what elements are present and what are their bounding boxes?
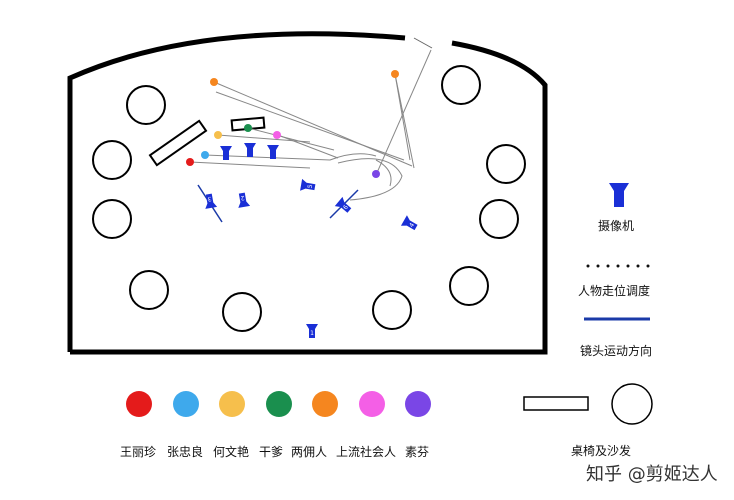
room-outline — [67, 31, 548, 355]
legend-dot-ganchi — [266, 391, 292, 417]
camera-5: 5 — [300, 178, 316, 191]
legend-dot-zhangzhongliang — [173, 391, 199, 417]
lens-legend-label: 镜头运动方向 — [580, 344, 653, 358]
character-markers — [186, 70, 399, 178]
legend-dot-sufen — [405, 391, 431, 417]
legend-dot-wanglizhen — [126, 391, 152, 417]
round-table — [222, 292, 262, 332]
round-table — [486, 144, 526, 184]
character-name: 两佣人 — [291, 445, 328, 459]
camera-top-1 — [220, 146, 232, 160]
round-table — [372, 290, 412, 330]
character-name: 素芬 — [405, 445, 430, 459]
marker-hewenyan — [214, 131, 222, 139]
camera-6-label: 6 — [342, 204, 350, 212]
sofa — [148, 119, 208, 167]
furniture-legend-sofa — [523, 396, 589, 411]
round-table — [129, 270, 169, 310]
round-table — [449, 266, 489, 306]
round-table — [441, 65, 481, 105]
character-name: 张忠良 — [167, 445, 204, 459]
character-legend — [126, 391, 431, 417]
camera-4-label: 4 — [408, 222, 416, 229]
character-name: 王丽珍 — [120, 445, 157, 459]
marker-liangyongren — [391, 70, 399, 78]
marker-wanglizhen — [186, 158, 194, 166]
character-name: 上流社会人 — [336, 445, 397, 459]
camera-2-label: 2 — [240, 194, 245, 202]
marker-liangyongren — [210, 78, 218, 86]
camera-4: 4 — [400, 215, 418, 231]
walk-paths — [189, 49, 432, 201]
furniture-legend-label: 桌椅及沙发 — [571, 444, 632, 458]
cameras: 1 2 3 4 5 6 — [205, 143, 418, 338]
lens-lines — [197, 184, 359, 223]
door-panel — [413, 37, 433, 49]
walk-legend-dots — [586, 264, 650, 268]
camera-1: 1 — [306, 324, 318, 338]
round-table — [479, 199, 519, 239]
camera-legend-label: 摄像机 — [598, 219, 635, 233]
marker-shangliu — [273, 131, 281, 139]
legend-dot-hewenyan — [219, 391, 245, 417]
character-name: 干爹 — [259, 445, 284, 459]
walk-legend-label: 人物走位调度 — [578, 284, 651, 298]
legend-dot-shangliu — [359, 391, 385, 417]
camera-1-label: 1 — [310, 330, 314, 337]
round-table — [92, 199, 132, 239]
camera-top-2 — [244, 143, 256, 157]
camera-3-label: 3 — [207, 195, 212, 203]
marker-ganchi — [244, 124, 252, 132]
camera-top-3 — [267, 145, 279, 159]
marker-sufen — [372, 170, 380, 178]
round-table — [126, 85, 166, 125]
marker-zhangzhongliang — [201, 151, 209, 159]
camera-6: 6 — [334, 196, 352, 213]
camera-legend-icon — [609, 183, 629, 207]
camera-5-label: 5 — [307, 184, 315, 189]
camera-3: 3 — [205, 193, 218, 209]
watermark: 知乎 @剪姬达人 — [586, 464, 718, 485]
round-table — [92, 140, 132, 180]
round-tables — [92, 65, 526, 332]
camera-2: 2 — [238, 192, 251, 208]
furniture-legend-table — [611, 383, 653, 425]
character-name: 何文艳 — [213, 445, 250, 459]
legend-dot-liangyongren — [312, 391, 338, 417]
